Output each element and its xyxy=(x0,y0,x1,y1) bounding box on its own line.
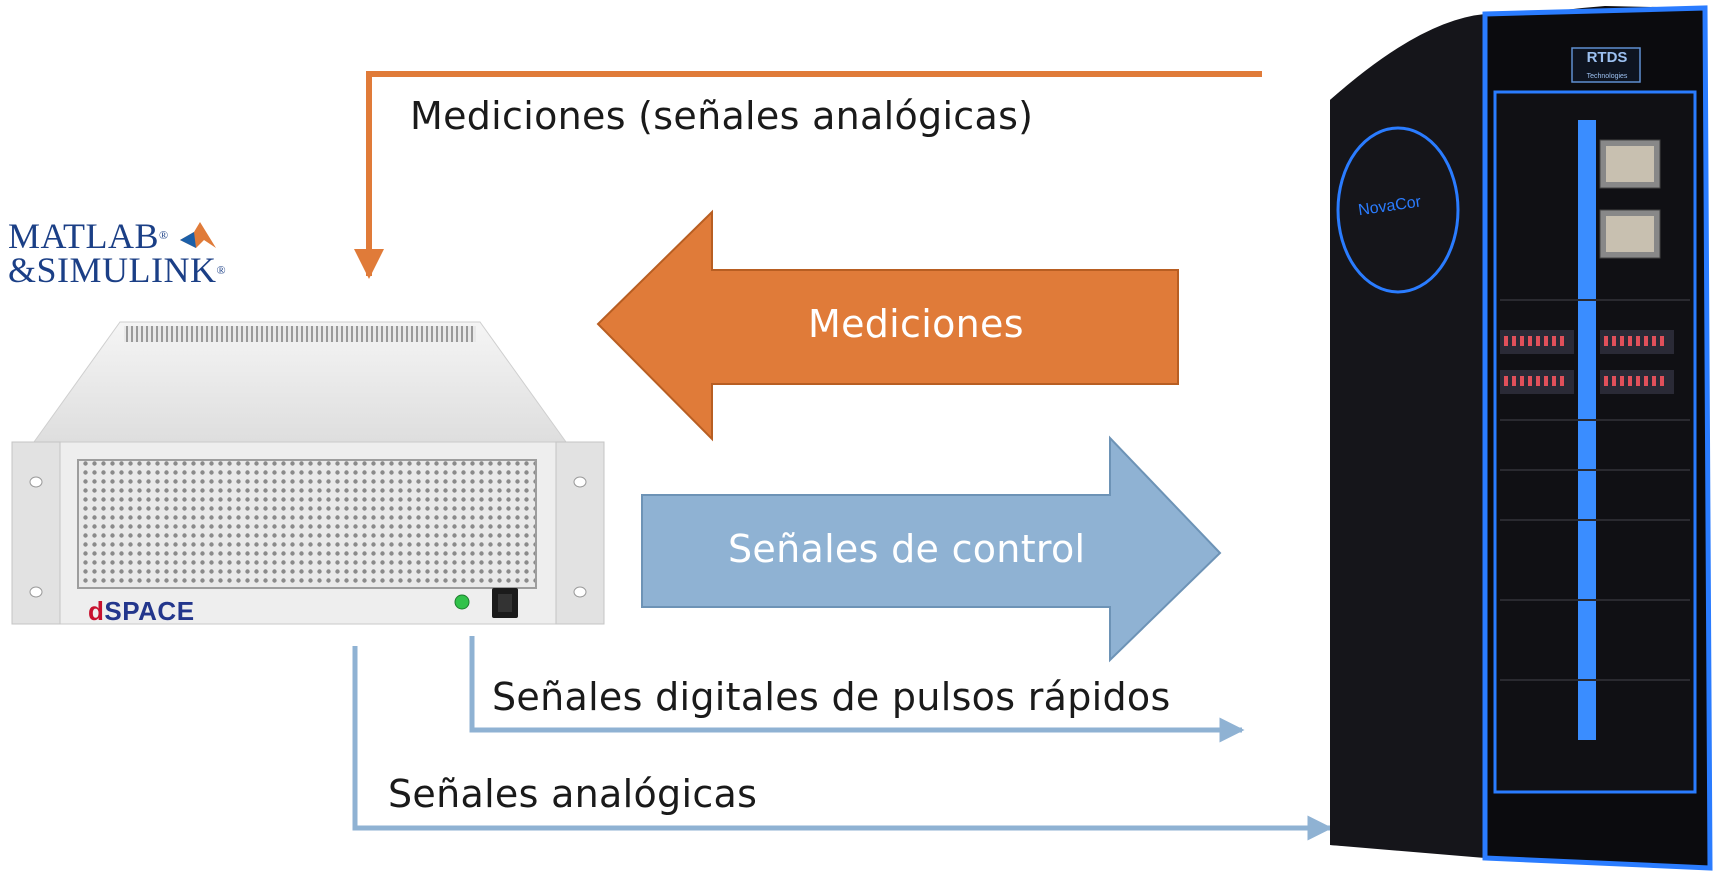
rtds-rack xyxy=(1330,5,1713,871)
label-measurements-analog: Mediciones (señales analógicas) xyxy=(410,94,1034,138)
measurements-arrow xyxy=(596,209,1179,442)
measurements-analog-line xyxy=(354,71,1262,279)
label-analog-signals: Señales analógicas xyxy=(388,772,758,816)
label-control-signals: Señales de control xyxy=(728,527,1086,571)
digital-pulses-line xyxy=(469,636,1245,743)
control-signals-arrow xyxy=(641,435,1222,663)
matlab-simulink-logo: MATLAB® &SIMULINK® xyxy=(8,216,227,290)
dspace-logo: dSPACE xyxy=(88,596,195,626)
label-digital-pulses: Señales digitales de pulsos rápidos xyxy=(492,675,1171,719)
analog-signals-line xyxy=(352,646,1333,841)
matlab-membrane-icon xyxy=(180,222,217,248)
rtds-logo xyxy=(1571,47,1641,83)
novacor-logo xyxy=(1336,126,1460,294)
dspace-unit xyxy=(11,321,605,625)
label-measurements-arrow: Mediciones xyxy=(808,302,1024,346)
power-led xyxy=(454,594,470,610)
rtds-logo-text: RTDS Technologies xyxy=(1586,49,1628,81)
